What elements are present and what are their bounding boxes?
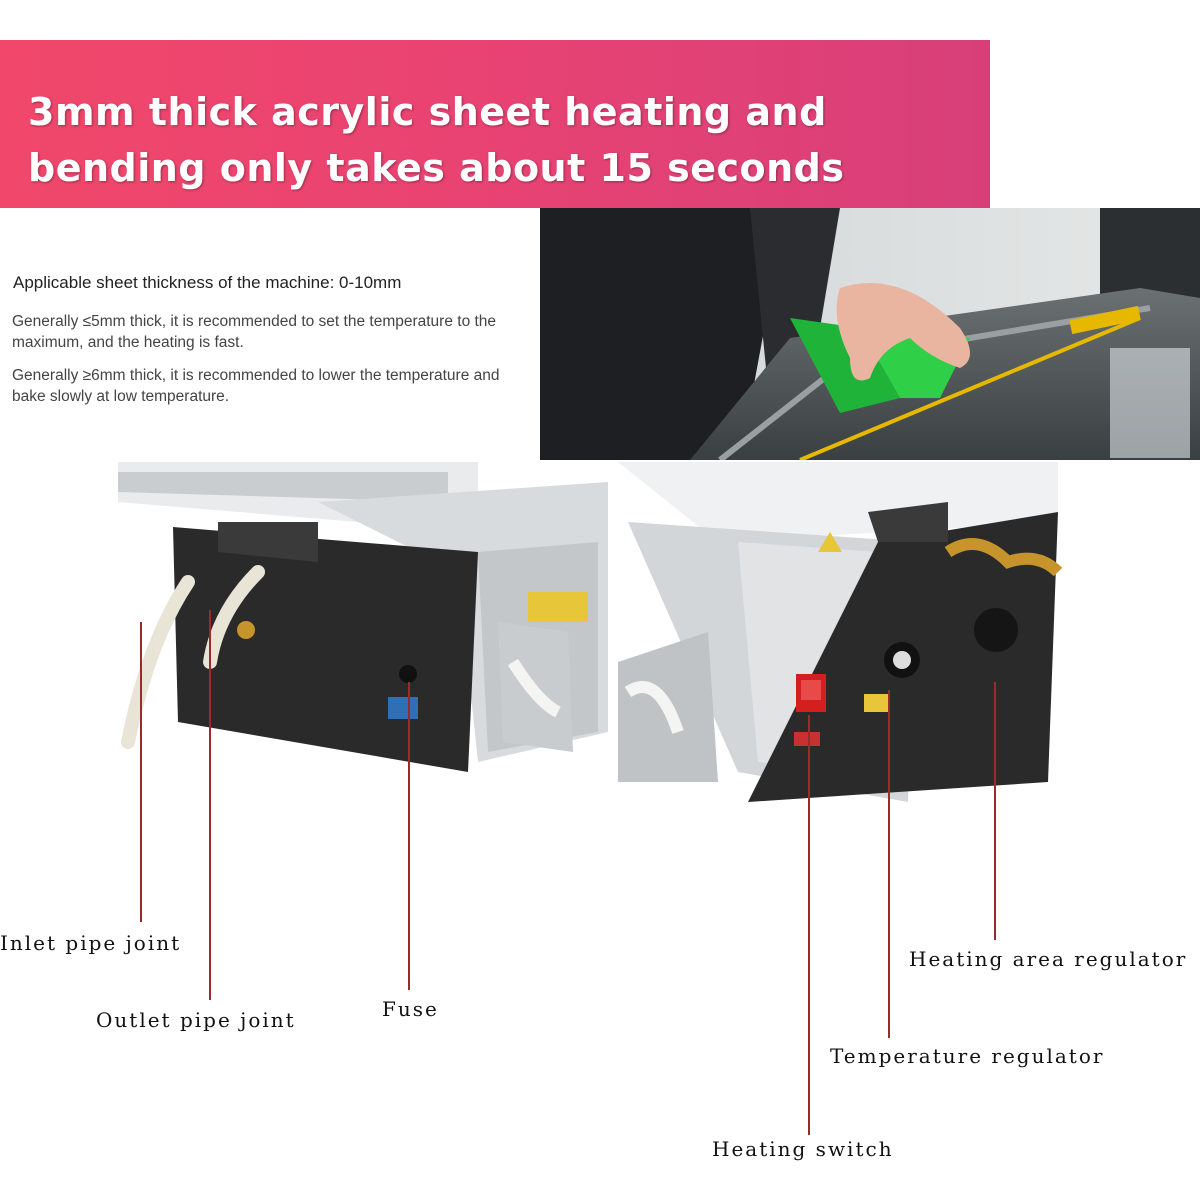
thick-sheet-note: Generally ≥6mm thick, it is recommended …	[12, 367, 500, 405]
fuse-leader-line	[408, 682, 410, 990]
heating-area-regulator-label: Heating area regulator	[909, 947, 1188, 971]
heating-switch-leader-line	[808, 715, 810, 1135]
temperature-regulator-label: Temperature regulator	[830, 1044, 1105, 1068]
bending-demo-photo	[540, 208, 1200, 460]
fuse-label: Fuse	[382, 997, 439, 1021]
machine-end-panels-photo	[118, 462, 1200, 822]
banner-title-line-1: 3mm thick acrylic sheet heating and	[28, 90, 827, 134]
outlet-pipe-joint-label: Outlet pipe joint	[96, 1008, 296, 1032]
sheet-thickness-title: Applicable sheet thickness of the machin…	[13, 273, 402, 292]
heating-area-leader-line	[994, 682, 996, 940]
inlet-pipe-joint-label: Inlet pipe joint	[0, 931, 182, 955]
banner-title: 3mm thick acrylic sheet heating and bend…	[28, 84, 928, 196]
temperature-leader-line	[888, 690, 890, 1038]
banner-title-line-2: bending only takes about 15 seconds	[28, 146, 845, 190]
thin-sheet-note: Generally ≤5mm thick, it is recommended …	[12, 313, 497, 351]
inlet-leader-line	[140, 622, 142, 922]
header-banner	[0, 40, 990, 208]
heating-switch-label: Heating switch	[712, 1137, 894, 1161]
outlet-leader-line	[209, 610, 211, 1000]
